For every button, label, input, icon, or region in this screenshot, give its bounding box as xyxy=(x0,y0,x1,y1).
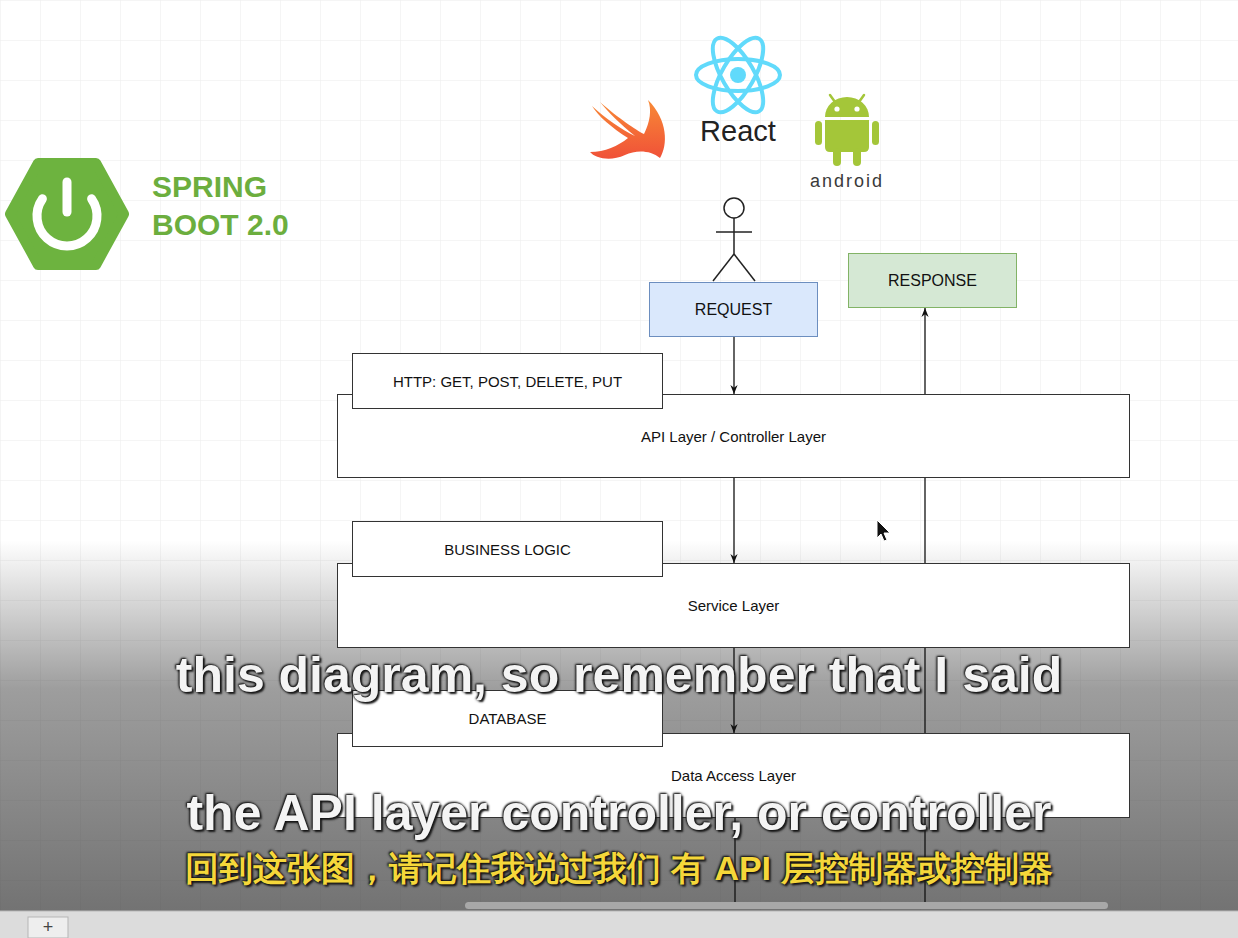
player-bottom-bar xyxy=(0,902,1238,938)
node-text: API Layer / Controller Layer xyxy=(641,427,826,446)
subtitle-translation: 回到这张图，请记住我说过我们 有 API 层控制器或控制器 xyxy=(0,846,1238,890)
request-box: REQUEST xyxy=(649,282,818,337)
logo-wordmark: React xyxy=(678,113,798,149)
flow-connector xyxy=(733,478,734,563)
layer-tab: HTTP: GET, POST, DELETE, PUT xyxy=(352,353,663,409)
swift-logo xyxy=(590,100,665,159)
flow-connector xyxy=(924,308,925,394)
android-logo xyxy=(815,95,879,166)
node-text: REQUEST xyxy=(695,300,772,319)
flow-connector xyxy=(733,337,734,394)
response-box: RESPONSE xyxy=(848,253,1017,308)
actor-figure xyxy=(713,198,755,281)
logo-wordmark: SPRING BOOT 2.0 xyxy=(152,168,300,244)
flow-connector xyxy=(924,648,925,733)
tab-button: + xyxy=(28,917,68,938)
mouse-cursor xyxy=(877,520,890,541)
subtitle-shade xyxy=(0,540,1238,912)
flow-connector xyxy=(733,648,734,733)
subtitle-translation: 回到这张图，请记住我说过我们 有 API 层控制器或控制器 xyxy=(0,846,1238,890)
node-text: Data Access Layer xyxy=(671,766,796,785)
logo-wordmark: SPRING BOOT 2.0 xyxy=(152,168,300,244)
logo-wordmark: android xyxy=(787,170,907,192)
logo-wordmark: React xyxy=(678,113,798,149)
node-text: DATABASE xyxy=(469,709,547,728)
node-text: RESPONSE xyxy=(888,271,977,290)
flow-connector xyxy=(924,478,925,563)
tab-button: + xyxy=(28,917,68,938)
node-text: BUSINESS LOGIC xyxy=(444,540,571,559)
node-text: HTTP: GET, POST, DELETE, PUT xyxy=(393,372,622,391)
logo-wordmark: android xyxy=(787,170,907,192)
react-logo xyxy=(696,31,780,120)
layer-tab: DATABASE xyxy=(352,690,663,747)
continuing-wire xyxy=(735,818,925,905)
layer-tab: BUSINESS LOGIC xyxy=(352,521,663,577)
spring-logo xyxy=(10,163,124,265)
node-text: Service Layer xyxy=(688,596,780,615)
